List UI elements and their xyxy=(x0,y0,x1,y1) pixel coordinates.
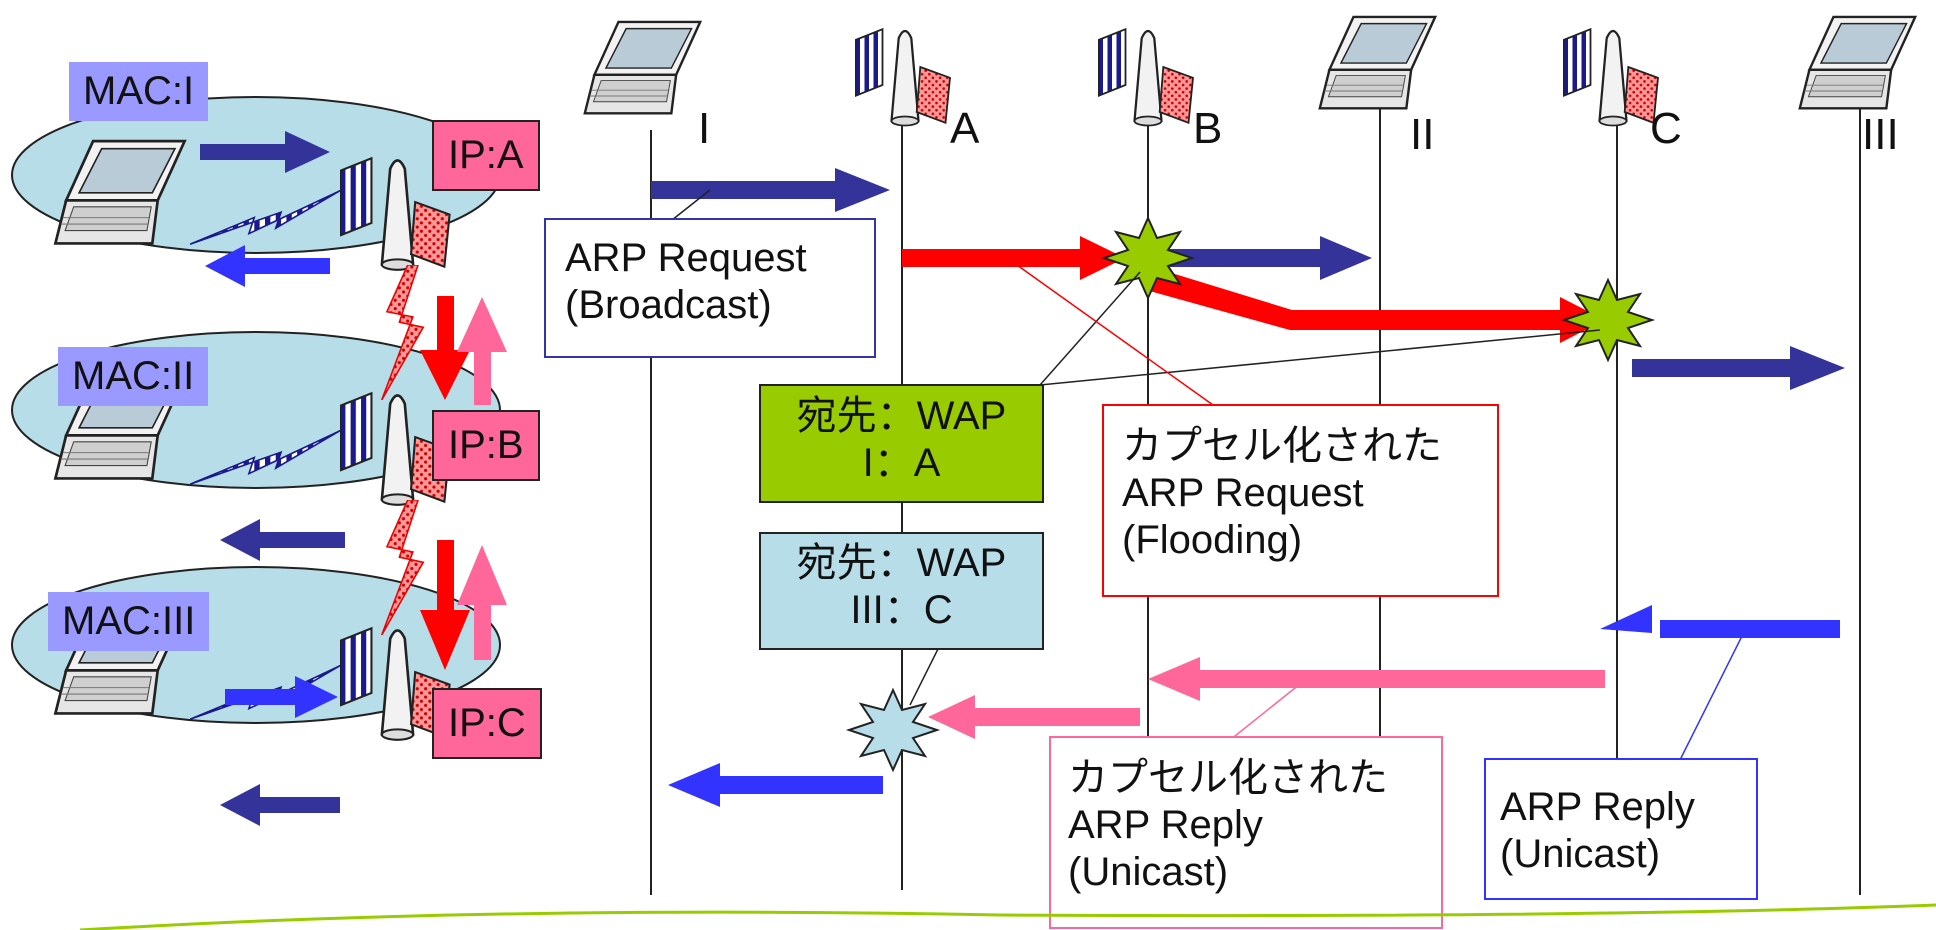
lane-label-III: III xyxy=(1862,110,1899,159)
arrow-pink-up xyxy=(457,297,507,405)
sequence-arrows xyxy=(651,168,1845,807)
callout-line xyxy=(1039,271,1141,386)
mac-label-1: MAC:I xyxy=(69,62,209,122)
encap-request-frame xyxy=(1102,404,1499,597)
lane-label-C: C xyxy=(1650,104,1682,153)
arrow-encap-reply-b-a xyxy=(928,695,1140,739)
encap-reply-line-1: カプセル化された xyxy=(1068,756,1388,800)
encap-request-note: カプセル化された ARP Request (Flooding) xyxy=(1122,423,1442,565)
arrow-blue-left xyxy=(205,245,330,287)
dest-wap-2-line-2: III：C xyxy=(850,588,953,633)
arp-reply-note: ARP Reply (Unicast) xyxy=(1500,784,1695,878)
dest-wap-2-line-1: 宛先：WAP xyxy=(796,541,1007,585)
encap-reply-frame xyxy=(1049,736,1443,929)
arrow-reply-a-i xyxy=(668,763,883,807)
arp-reply-frame xyxy=(1484,758,1758,900)
lane-label-I: I xyxy=(698,104,711,153)
arp-request-note: ARP Request (Broadcast) xyxy=(565,235,807,329)
ip-label-1: IP:A xyxy=(432,120,540,192)
dest-wap-note-2: 宛先：WAP III：C xyxy=(760,540,1043,634)
callout-line xyxy=(1679,629,1746,761)
arp-request-line-1: ARP Request xyxy=(565,236,807,280)
access-point-icon xyxy=(1563,28,1660,127)
arrow-encap-reply-c-b xyxy=(1148,657,1605,701)
arp-reply-line-2: (Unicast) xyxy=(1500,832,1661,877)
encap-request-line-3: (Flooding) xyxy=(1122,518,1303,563)
starburst-a-blue xyxy=(845,687,941,773)
lane-label-II: II xyxy=(1410,110,1435,159)
laptop-icon xyxy=(1798,15,1917,110)
arrow-arp-request xyxy=(651,168,890,212)
encap-reply-line-3: (Unicast) xyxy=(1068,850,1229,895)
callout-line xyxy=(671,189,711,221)
arrow-blue-right xyxy=(225,676,338,718)
callout-line xyxy=(909,644,941,706)
arp-request-line-2: (Broadcast) xyxy=(565,283,772,328)
arrow-navy-right xyxy=(200,131,330,173)
arrow-encap-request-a-b xyxy=(902,236,1125,280)
arrow-red-down xyxy=(420,540,470,670)
starburst-b-green xyxy=(1100,215,1196,301)
callout-line xyxy=(1009,259,1221,411)
arrow-red-down xyxy=(420,296,470,400)
encap-reply-note: カプセル化された ARP Reply (Unicast) xyxy=(1068,755,1388,897)
callout-lines xyxy=(671,189,1746,761)
mac-label-3: MAC:III xyxy=(48,592,210,652)
arp-request-box-frame xyxy=(544,218,876,358)
ip-label-2: IP:B xyxy=(432,410,540,482)
access-point-icon xyxy=(1098,28,1195,127)
arrow-c-to-iii xyxy=(1632,346,1845,390)
encap-request-line-2: ARP Request xyxy=(1122,471,1364,516)
access-point-icon xyxy=(855,28,952,127)
laptop-icon xyxy=(1318,15,1437,110)
starburst-c-green xyxy=(1560,277,1656,363)
dest-wap-1-line-2: I：A xyxy=(862,441,941,486)
arp-reply-line-1: ARP Reply xyxy=(1500,785,1695,829)
callout-line xyxy=(1039,329,1601,386)
dest-wap-2-frame xyxy=(759,532,1044,650)
arrow-navy-left xyxy=(220,519,345,561)
ip-label-3: IP:C xyxy=(432,688,542,760)
arrow-pink-up xyxy=(457,545,507,660)
encap-reply-line-2: ARP Reply xyxy=(1068,803,1263,848)
encap-request-line-1: カプセル化された xyxy=(1122,424,1442,468)
dest-wap-1-frame xyxy=(759,384,1044,503)
laptop-icon xyxy=(583,20,702,115)
bottom-decoration xyxy=(79,903,1936,930)
arrow-arp-reply xyxy=(1600,605,1840,633)
left-arrows xyxy=(200,131,507,826)
lane-label-B: B xyxy=(1193,104,1223,153)
arrow-encap-request-b-c xyxy=(1146,267,1605,343)
arrow-arp-reply-body xyxy=(1660,620,1840,638)
arrow-b-to-ii xyxy=(1170,236,1372,280)
mac-label-2: MAC:II xyxy=(58,347,209,407)
lane-label-A: A xyxy=(950,104,980,153)
dest-wap-note-1: 宛先：WAP I：A xyxy=(760,393,1043,487)
arrow-navy-left xyxy=(220,784,340,826)
dest-wap-1-line-1: 宛先：WAP xyxy=(796,394,1007,438)
